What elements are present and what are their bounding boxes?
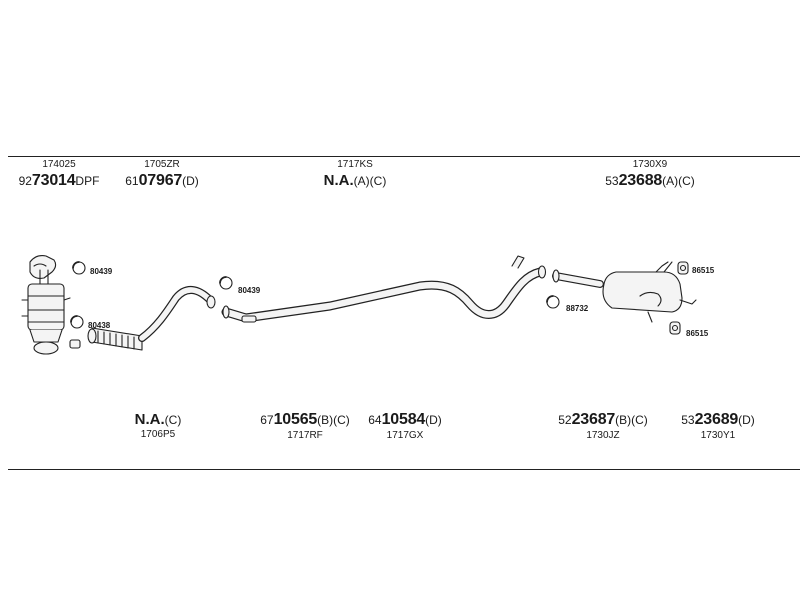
label-rear-silencer-d: 5323689(D) 1730Y1 [668,412,768,441]
ref-mid-pipe-b: 1717RF [287,430,323,441]
code-clamp-a: 80439 [90,267,113,276]
rear-silencer [552,261,697,323]
rubber-hanger-icon-a [677,261,689,275]
ref-rear-silencer-b: 1730JZ [586,430,620,441]
ref-rear-silencer-d: 1730Y1 [700,430,736,441]
label-cat-converter: 174025 9273014DPF [14,160,104,189]
label-flex-na: N.A.(C) 1706P5 [118,412,198,440]
flange-icon [69,339,81,349]
code-rubber-b: 86515 [686,329,709,338]
label-rear-silencer-b: 5223687(B)(C) 1730JZ [538,412,668,441]
ref-flex-na: 1706P5 [140,429,176,440]
part-number-mid-pipe-d: 6410584(D) [368,411,442,428]
ref-rear-silencer: 1730X9 [632,159,668,170]
code-rubber-a: 86515 [692,266,715,275]
clamp-icon-88732 [546,295,560,309]
part-number-mid-pipe-na: N.A.(A)(C) [323,172,387,189]
code-clamp-c: 80439 [238,286,261,295]
label-rear-silencer: 1730X9 5323688(A)(C) [590,160,710,189]
label-mid-pipe-d: 6410584(D) 1717GX [355,412,455,441]
code-clamp-d: 88732 [566,304,589,313]
part-number-mid-pipe-b: 6710565(B)(C) [260,411,350,428]
ref-mid-pipe-d: 1717GX [386,430,424,441]
label-mid-pipe-na: 1717KS N.A.(A)(C) [300,159,410,189]
part-number-rear-silencer-b: 5223687(B)(C) [558,411,648,428]
ref-cat-converter: 174025 [42,159,76,170]
label-mid-pipe-b: 6710565(B)(C) 1717RF [250,412,360,441]
part-number-front-pipe: 6107967(D) [125,172,199,189]
clamp-icon-80438 [70,315,84,329]
clamp-icon-80439-b [219,276,233,290]
rubber-hanger-icon-b [669,321,681,335]
label-front-pipe: 1705ZR 6107967(D) [112,160,212,189]
ref-front-pipe: 1705ZR [144,159,180,170]
top-divider-line [8,156,800,157]
part-number-cat-converter: 9273014DPF [18,172,100,189]
intermediate-pipe [221,255,547,323]
clamp-icon-80439-a [72,261,86,275]
ref-mid-pipe-na: 1717KS [337,159,373,170]
part-number-rear-silencer: 5323688(A)(C) [605,172,695,189]
front-pipe-with-flex [87,286,216,351]
bottom-divider-line [8,469,800,470]
part-number-flex-na: N.A.(C) [134,411,182,428]
catalytic-converter-dpf [21,255,71,355]
part-number-rear-silencer-d: 5323689(D) [681,411,755,428]
code-clamp-b: 80438 [88,321,111,330]
